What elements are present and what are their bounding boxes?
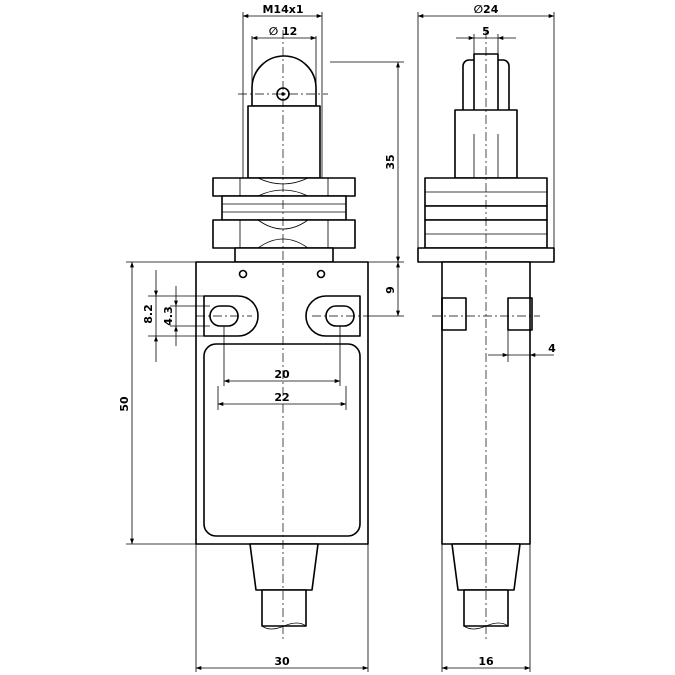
front-neck [234,247,334,263]
dim-roller-width-label: 5 [482,25,490,38]
dim-body-width-label: 30 [274,655,290,668]
dim-body-depth-label: 16 [478,655,494,668]
dim-mount-offset-label: 9 [384,286,397,294]
dim-roller-diameter-value: 12 [282,25,297,38]
dim-hole-spacing-inner-label: 20 [274,368,290,381]
diameter-symbol: ∅ [474,3,483,16]
dim-slot-length-label: 8.2 [142,304,155,324]
side-cable-gland [451,543,521,591]
dim-thread-label: M14x1 [262,3,303,16]
front-cable [261,589,307,627]
front-roller [251,55,317,107]
dim-hole-spacing-outer-label: 22 [274,391,289,404]
dim-side-offset-label: 4 [548,342,556,355]
dimension-lines: M14x1 ∅ 12 ∅24 5 35 9 8.2 [118,3,556,672]
dim-actuator-height-label: 35 [384,154,397,169]
dim-body-diameter-label: ∅24 [474,3,499,16]
front-lower-nut [212,219,356,249]
dim-slot-width-label: 4.3 [162,306,175,326]
side-view [417,30,555,640]
front-cover [203,343,361,537]
front-plunger-stem [247,105,321,179]
diameter-symbol: ∅ [269,25,278,38]
dim-body-height-label: 50 [118,396,131,412]
dim-body-diameter-value: 24 [483,3,499,16]
front-thread [221,195,347,221]
front-upper-nut [212,177,356,197]
dim-roller-diameter-label: ∅ 12 [269,25,298,38]
front-view [195,30,369,640]
front-cable-gland [249,543,319,591]
